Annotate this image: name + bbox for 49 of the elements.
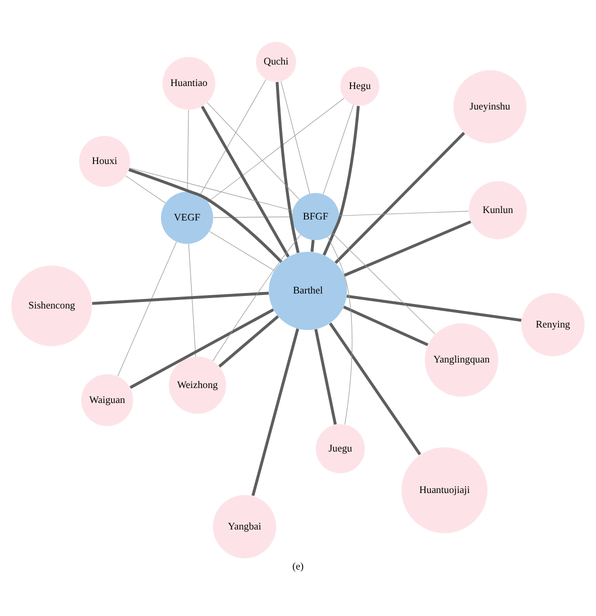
connector: [209, 230, 275, 270]
connector: [92, 291, 269, 304]
node-circle: Juegu: [316, 424, 365, 473]
node-circle: Weizhong: [168, 356, 226, 414]
node-circle: Huantuojiaji: [402, 446, 488, 533]
node-circle: Houxi: [79, 135, 130, 186]
node-circle: Kunlun: [468, 180, 527, 239]
connector: [310, 239, 315, 252]
connector: [213, 216, 292, 218]
node-circle: Yangbai: [212, 494, 276, 558]
connector: [334, 131, 466, 264]
connector: [322, 104, 354, 194]
node-circle: BFGF: [292, 192, 340, 240]
node-circle: Jueyinshu: [453, 70, 526, 143]
connector: [328, 322, 422, 455]
connector: [338, 210, 469, 216]
connector: [276, 81, 300, 253]
node-circle: Hegu: [340, 66, 380, 106]
node-circle: Huantiao: [162, 56, 216, 110]
connector: [346, 294, 522, 322]
connector: [344, 220, 472, 276]
caption: (e): [292, 560, 304, 572]
connector: [187, 109, 189, 192]
connector: [206, 102, 300, 200]
connector: [117, 241, 177, 376]
connector: [327, 236, 352, 424]
node-circle: VEGF: [160, 191, 214, 244]
node-circle: Yanglingquan: [424, 322, 498, 396]
connector: [130, 308, 274, 388]
node-circle: Sishencong: [11, 264, 92, 346]
connector: [126, 175, 166, 203]
connector: [200, 78, 266, 195]
connector: [128, 168, 282, 262]
connector: [332, 232, 436, 334]
node-circle: Waiguan: [81, 374, 134, 426]
node-circle: Barthel: [268, 251, 348, 330]
connector: [212, 234, 301, 361]
connector: [314, 328, 337, 424]
connector: [252, 328, 300, 496]
connector: [343, 305, 428, 346]
node-circle: Quchi: [256, 41, 296, 82]
connector: [129, 167, 294, 210]
connector: [200, 105, 290, 258]
node-circle: Renying: [521, 292, 585, 356]
connector: [218, 314, 279, 368]
connector: [280, 80, 310, 194]
connector: [322, 105, 360, 256]
connector: [208, 98, 344, 202]
connector: [188, 243, 196, 356]
